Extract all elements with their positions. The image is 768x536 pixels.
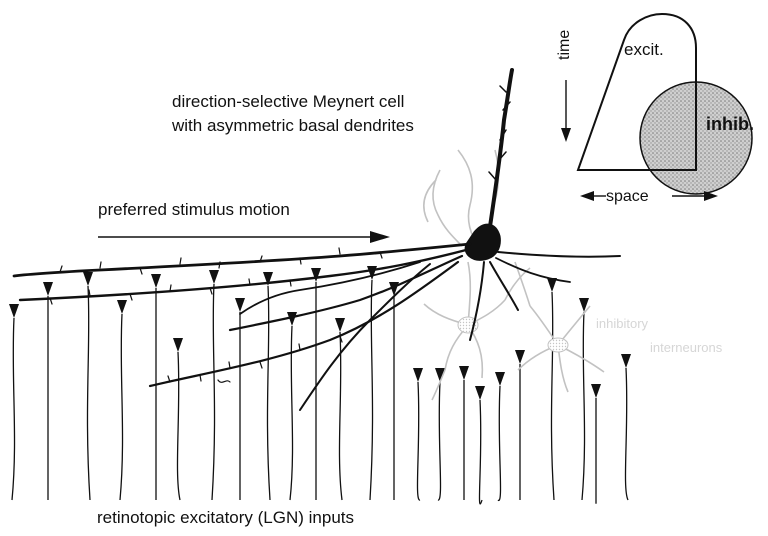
lgn-axon-terminal-icon [459,366,469,380]
lgn-axon-terminal-icon [209,270,219,284]
lgn-axon-terminal-icon [173,338,183,352]
lgn-axon [370,280,373,500]
lgn-axon-terminal-icon [311,268,321,282]
excit-label: excit. [624,40,664,60]
lgn-axon-terminal-icon [335,318,345,332]
lgn-axon-terminal-icon [413,368,423,382]
meynert-label-line2: with asymmetric basal dendrites [172,114,414,138]
lgn-axon [417,382,420,500]
lgn-axon [438,382,441,500]
time-axis-label: time [556,30,574,60]
lgn-axon [212,284,215,500]
lgn-axon [120,314,123,500]
inhibitory-interneurons-label: inhibitory interneurons [590,312,722,360]
motion-label: preferred stimulus motion [98,200,290,220]
inhib-label: inhib. [706,114,754,135]
lgn-axon [267,286,270,500]
lgn-axon [12,318,15,500]
meynert-cell-label: direction-selective Meynert cell with as… [172,90,414,138]
inhibitory-label-line1: inhibitory [590,312,722,336]
lgn-axon [479,400,482,504]
lgn-axon-terminal-icon [43,282,53,296]
lgn-axon [339,332,342,500]
lgn-axon-terminal-icon [9,304,19,318]
lgn-axon-terminal-icon [515,350,525,364]
lgn-axon-terminal-icon [475,386,485,400]
lgn-axon [87,286,90,500]
meynert-label-line1: direction-selective Meynert cell [172,90,414,114]
lgn-axon [551,292,554,500]
lgn-axon-terminal-icon [83,272,93,286]
lgn-axon-terminal-icon [151,274,161,288]
lgn-axon-terminal-icon [591,384,601,398]
space-axis-label: space [606,188,649,206]
motion-arrow-icon [98,231,390,243]
lgn-axon-terminal-icon [495,372,505,386]
inhibitory-label-line2: interneurons [590,336,722,360]
lgn-axon-terminal-icon [235,298,245,312]
lgn-axon-terminal-icon [367,266,377,280]
lgn-axon [625,368,628,500]
lgn-axon-group [9,266,631,504]
lgn-axon-terminal-icon [287,312,297,326]
lgn-axon [177,352,180,500]
inhibitory-interneurons [424,150,604,400]
lgn-axon [582,312,585,500]
lgn-inputs-label: retinotopic excitatory (LGN) inputs [97,508,354,528]
lgn-axon-terminal-icon [117,300,127,314]
lgn-axon [498,386,501,500]
